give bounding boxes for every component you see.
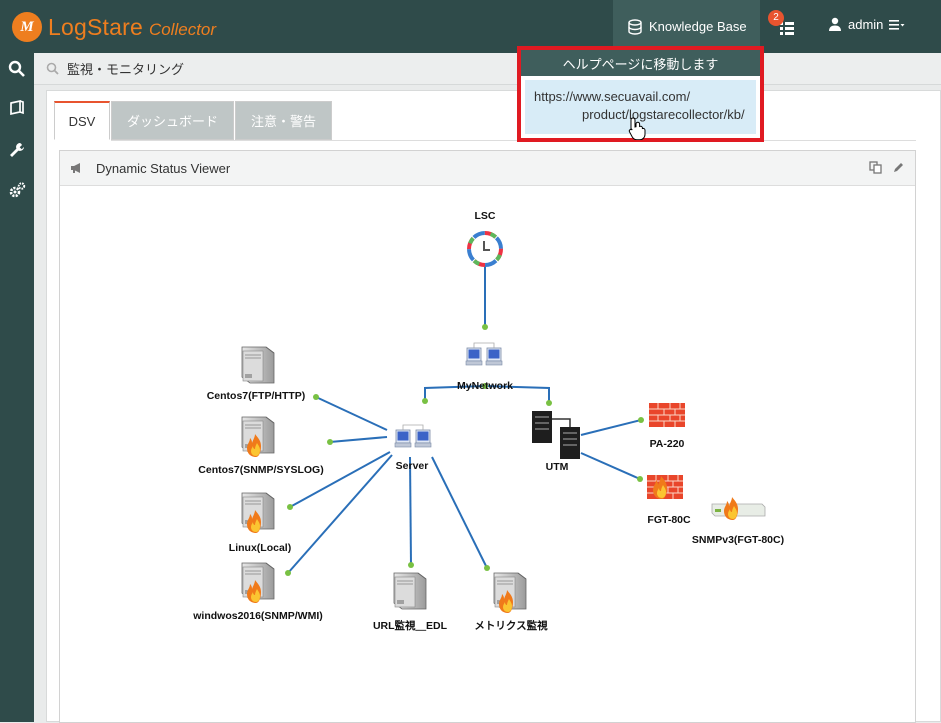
network-diagram: LSC MyNetwork Server <box>192 210 784 632</box>
node-linux[interactable]: Linux(Local) <box>229 492 291 554</box>
book-icon[interactable] <box>5 96 29 120</box>
node-label-server: Server <box>396 460 429 472</box>
user-icon <box>829 17 841 31</box>
clock-icon <box>467 231 503 267</box>
node-label-lsc: LSC <box>475 210 496 222</box>
server-icon <box>393 572 427 610</box>
tab-bar: DSV ダッシュボード 注意・警告 <box>54 101 333 140</box>
logo[interactable]: M LogStare Collector <box>12 12 216 42</box>
tab-dashboard[interactable]: ダッシュボード <box>111 101 235 140</box>
knowledge-base-label: Knowledge Base <box>649 19 747 34</box>
logo-main-text: LogStare <box>48 13 143 40</box>
edit-pencil-icon[interactable] <box>892 161 905 177</box>
utm-icon <box>532 411 580 459</box>
appliance-icon <box>711 503 766 517</box>
gears-icon[interactable] <box>5 178 29 202</box>
menu-caret-icon <box>889 19 905 30</box>
task-count-badge: 2 <box>768 10 784 26</box>
dsv-widget: Dynamic Status Viewer <box>59 150 916 723</box>
node-server[interactable]: Server <box>395 425 431 472</box>
node-label-linux: Linux(Local) <box>229 542 291 554</box>
server-icon <box>241 346 275 384</box>
firewall-icon <box>648 402 686 428</box>
tooltip-header: ヘルプページに移動します <box>521 50 760 76</box>
database-icon <box>628 18 642 35</box>
node-snmpv3[interactable]: SNMPv3(FGT-80C) <box>692 497 784 546</box>
node-label-fgt80c: FGT-80C <box>647 514 691 526</box>
node-label-url: URL監視＿EDL <box>373 619 448 632</box>
node-label-utm: UTM <box>546 461 569 473</box>
fire-icon <box>724 497 738 520</box>
node-centos-snmp[interactable]: Centos7(SNMP/SYSLOG) <box>198 416 324 476</box>
top-bar: M LogStare Collector Knowledge Base 2 ad… <box>0 0 941 53</box>
node-label-mynetwork: MyNetwork <box>457 380 513 392</box>
node-label-centos-snmp: Centos7(SNMP/SYSLOG) <box>198 464 323 476</box>
connection-endpoints <box>285 324 644 576</box>
tab-divider <box>111 140 916 141</box>
task-list-button[interactable]: 2 <box>768 10 798 44</box>
network-icon <box>395 425 431 447</box>
node-label-snmpv3: SNMPv3(FGT-80C) <box>692 534 784 546</box>
user-menu-button[interactable]: admin <box>828 17 905 32</box>
tooltip-url-line1: https://www.secuavail.com/ <box>534 89 691 104</box>
breadcrumb-text: 監視・モニタリング <box>67 62 185 77</box>
node-metrics-monitor[interactable]: メトリクス監視 <box>474 572 548 632</box>
tab-alerts[interactable]: 注意・警告 <box>235 101 333 140</box>
node-label-centos-ftp: Centos7(FTP/HTTP) <box>207 390 306 402</box>
hand-cursor-icon <box>628 117 646 140</box>
node-utm[interactable]: UTM <box>532 411 580 473</box>
node-mynetwork[interactable]: MyNetwork <box>457 343 513 392</box>
breadcrumb: 監視・モニタリング <box>34 53 941 85</box>
search-icon <box>46 62 59 75</box>
copy-icon[interactable] <box>869 161 882 177</box>
tooltip-link[interactable]: https://www.secuavail.com/ product/logst… <box>525 80 756 134</box>
tooltip-url-line2: product/logstarecollector/kb/ <box>582 107 745 122</box>
logo-mark-icon: M <box>12 12 42 42</box>
user-name: admin <box>848 17 884 32</box>
widget-title: Dynamic Status Viewer <box>96 160 231 176</box>
tab-dsv[interactable]: DSV <box>54 101 110 140</box>
main-panel: DSV ダッシュボード 注意・警告 Dynamic Status Viewer <box>46 90 941 723</box>
node-pa220[interactable]: PA-220 <box>648 402 686 450</box>
node-lsc[interactable]: LSC <box>467 210 503 267</box>
node-label-windows: windwos2016(SNMP/WMI) <box>192 610 323 622</box>
left-sidebar <box>0 53 34 722</box>
node-centos-ftp[interactable]: Centos7(FTP/HTTP) <box>207 346 306 402</box>
megaphone-icon <box>71 163 80 173</box>
node-url-monitor[interactable]: URL監視＿EDL <box>373 572 448 632</box>
widget-header: Dynamic Status Viewer <box>60 151 915 186</box>
node-label-pa220: PA-220 <box>650 438 685 450</box>
connection-lines <box>287 250 642 574</box>
knowledge-base-button[interactable]: Knowledge Base <box>613 0 760 53</box>
logo-sub-text: Collector <box>148 19 217 39</box>
wrench-icon[interactable] <box>5 138 29 162</box>
node-fgt80c[interactable]: FGT-80C <box>646 474 691 526</box>
node-windows[interactable]: windwos2016(SNMP/WMI) <box>192 562 323 622</box>
widget-tools <box>859 161 905 177</box>
network-icon <box>466 343 502 365</box>
node-label-metrics: メトリクス監視 <box>474 619 548 632</box>
search-icon[interactable] <box>5 57 29 81</box>
